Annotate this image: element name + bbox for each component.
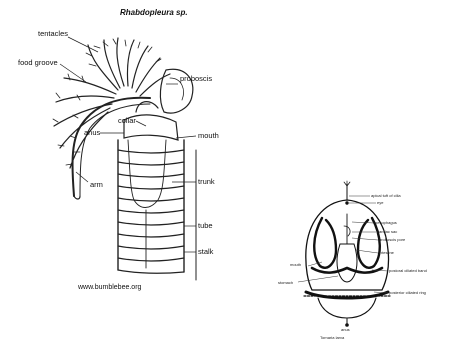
label-arm: arm xyxy=(90,180,103,189)
label-collar: collar xyxy=(118,116,136,125)
label-proboscis: proboscis xyxy=(180,74,212,83)
credit-text: www.bumblebee.org xyxy=(78,284,141,291)
label-tentacles: tentacles xyxy=(38,29,68,38)
label-anus: anus xyxy=(84,128,100,137)
label-posterior-ring: posterior ciliated ring xyxy=(389,290,426,295)
label-proboscis-pore: proboscis pore xyxy=(379,237,405,242)
label-intestine: intestine xyxy=(379,250,394,255)
label-mouth: mouth xyxy=(198,131,219,140)
label-tube: tube xyxy=(198,221,213,230)
label-eye: eye xyxy=(377,200,383,205)
label-stomach: stomach xyxy=(278,280,293,285)
label-mouth-larva: mouth xyxy=(290,262,301,267)
tube-body xyxy=(118,140,196,280)
label-postoral-band: postoral ciliated band xyxy=(389,268,427,273)
label-oesophagus: oesophagus xyxy=(375,220,397,225)
label-cardiac-sac: cardiac sac xyxy=(377,229,397,234)
label-anus-larva: anus xyxy=(341,327,350,332)
label-apical-tuft: apical tuft of cilia xyxy=(371,193,401,198)
caption-tornaria: Tornaria larva xyxy=(320,335,344,340)
label-food-groove: food groove xyxy=(18,58,58,67)
figure-title: Rhabdopleura sp. xyxy=(120,8,188,17)
label-stalk: stalk xyxy=(198,247,213,256)
label-trunk: trunk xyxy=(198,177,215,186)
